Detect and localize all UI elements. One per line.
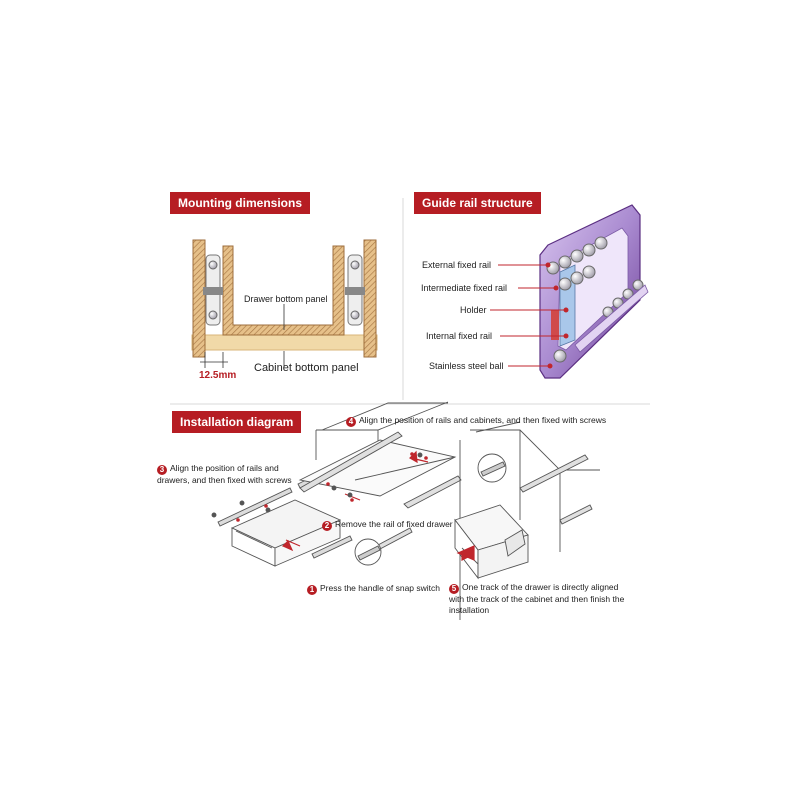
- holder-label: Holder: [460, 305, 487, 315]
- left-drawer: [230, 499, 342, 567]
- guide-rail-structure-header: Guide rail structure: [414, 192, 541, 214]
- installation-diagram: [211, 401, 600, 620]
- mounting-dimensions-header: Mounting dimensions: [170, 192, 310, 214]
- right-inset: [477, 453, 507, 483]
- cabinet-bottom-panel-label: Cabinet bottom panel: [254, 362, 359, 374]
- cabinet-bottom-panel: [191, 334, 378, 351]
- red-screw-dots: [236, 452, 428, 522]
- left-rail-hardware: [203, 254, 223, 326]
- step-2-number: 2: [322, 521, 332, 531]
- step-1-text: Press the handle of snap switch: [320, 583, 441, 593]
- step-1-number: 1: [307, 585, 317, 595]
- right-rails: [519, 454, 593, 525]
- installation-diagram-header: Installation diagram: [172, 411, 302, 433]
- step-4-text: Align the position of rails and cabinets…: [359, 415, 607, 425]
- internal-fixed-rail-label: Internal fixed rail: [426, 331, 493, 341]
- holder-part: [551, 310, 559, 340]
- left-cabinet-wall: [192, 239, 206, 358]
- step-5-number: 5: [449, 584, 459, 594]
- right-rail-hardware: [345, 254, 365, 326]
- drawer-u-profile: [222, 245, 345, 336]
- right-drawer: [454, 504, 529, 580]
- middle-rails: [299, 431, 462, 550]
- rail-leader-lines: [490, 262, 569, 369]
- step-3-number: 3: [157, 465, 167, 475]
- step-3-text: Align the position of rails and drawers,…: [157, 463, 292, 485]
- mounting-diagram: [191, 239, 378, 368]
- upper-ball-row: [546, 236, 608, 291]
- gap-dimension-label: 12.5mm: [199, 370, 237, 381]
- external-fixed-rail-label: External fixed rail: [422, 260, 492, 270]
- step-4-number: 4: [346, 417, 356, 427]
- snap-switch-inset: [354, 538, 382, 566]
- intermediate-fixed-rail-label: Intermediate fixed rail: [421, 283, 508, 293]
- screws: [211, 452, 423, 518]
- stainless-steel-ball-label: Stainless steel ball: [429, 361, 504, 371]
- step-5-text: One track of the drawer is directly alig…: [449, 582, 625, 615]
- guide-rail-diagram: [490, 204, 649, 379]
- right-cabinet-wall: [363, 239, 377, 358]
- step-2-text: Remove the rail of fixed drawer: [335, 519, 453, 529]
- drawer-bottom-panel-label: Drawer bottom panel: [244, 294, 328, 304]
